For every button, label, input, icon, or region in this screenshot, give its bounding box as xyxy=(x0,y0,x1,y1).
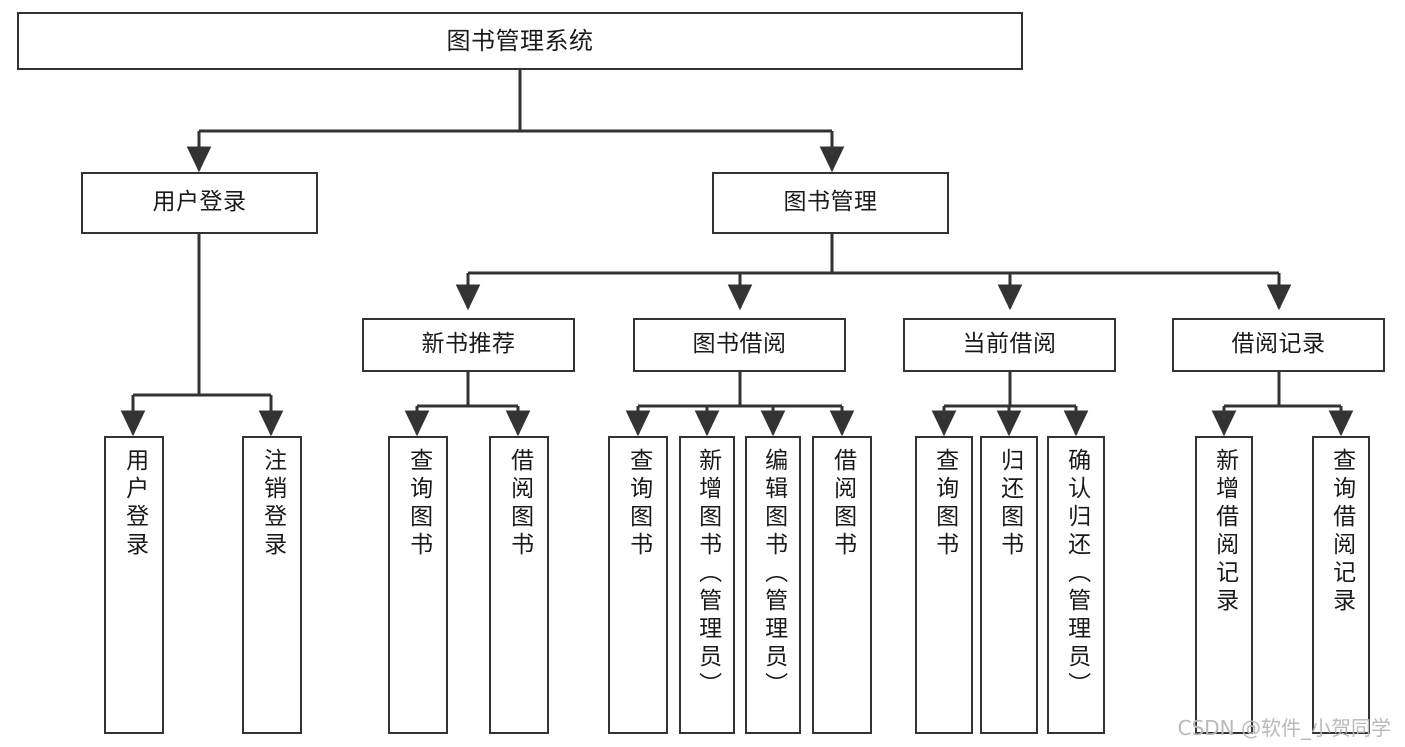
node-leaf-edit-book-label: 编辑图书（管理员） xyxy=(760,448,787,700)
node-leaf-logout-label: 注销登录 xyxy=(259,448,286,560)
node-leaf-borrow-book-1[interactable]: 借阅图书 xyxy=(489,436,549,734)
node-leaf-edit-book[interactable]: 编辑图书（管理员） xyxy=(745,436,801,734)
node-leaf-user-login-label: 用户登录 xyxy=(121,448,148,560)
node-leaf-return-book-label: 归还图书 xyxy=(996,448,1023,560)
node-leaf-borrow-book-1-label: 借阅图书 xyxy=(506,448,533,560)
node-borrow-record-label: 借阅记录 xyxy=(1231,331,1326,358)
node-root-label: 图书管理系统 xyxy=(446,26,594,55)
node-leaf-add-book[interactable]: 新增图书（管理员） xyxy=(679,436,735,734)
node-leaf-query-record[interactable]: 查询借阅记录 xyxy=(1312,436,1370,734)
node-leaf-return-book[interactable]: 归还图书 xyxy=(980,436,1038,734)
node-leaf-query-book-1[interactable]: 查询图书 xyxy=(388,436,448,734)
node-current-borrow[interactable]: 当前借阅 xyxy=(903,318,1116,372)
node-current-borrow-label: 当前借阅 xyxy=(962,331,1057,358)
node-leaf-confirm-return-label: 确认归还（管理员） xyxy=(1063,448,1090,700)
node-leaf-query-book-1-label: 查询图书 xyxy=(405,448,432,560)
node-leaf-query-record-label: 查询借阅记录 xyxy=(1328,448,1355,616)
node-leaf-add-record[interactable]: 新增借阅记录 xyxy=(1195,436,1253,734)
node-book-manage[interactable]: 图书管理 xyxy=(712,172,949,234)
node-user-login-label: 用户登录 xyxy=(152,189,247,216)
node-root[interactable]: 图书管理系统 xyxy=(17,12,1023,70)
node-user-login[interactable]: 用户登录 xyxy=(81,172,318,234)
node-leaf-borrow-book-2[interactable]: 借阅图书 xyxy=(812,436,872,734)
node-leaf-add-record-label: 新增借阅记录 xyxy=(1211,448,1238,616)
node-leaf-borrow-book-2-label: 借阅图书 xyxy=(829,448,856,560)
node-leaf-add-book-label: 新增图书（管理员） xyxy=(694,448,721,700)
node-leaf-user-login[interactable]: 用户登录 xyxy=(104,436,164,734)
watermark: CSDN @软件_小贺同学 xyxy=(1177,716,1391,740)
node-leaf-query-book-2-label: 查询图书 xyxy=(625,448,652,560)
node-leaf-query-book-3-label: 查询图书 xyxy=(931,448,958,560)
node-book-manage-label: 图书管理 xyxy=(783,189,878,216)
node-borrow-record[interactable]: 借阅记录 xyxy=(1172,318,1385,372)
node-book-borrow[interactable]: 图书借阅 xyxy=(633,318,846,372)
node-leaf-query-book-3[interactable]: 查询图书 xyxy=(915,436,973,734)
node-new-book-recommend-label: 新书推荐 xyxy=(421,331,516,358)
node-new-book-recommend[interactable]: 新书推荐 xyxy=(362,318,575,372)
node-leaf-query-book-2[interactable]: 查询图书 xyxy=(608,436,668,734)
node-leaf-confirm-return[interactable]: 确认归还（管理员） xyxy=(1047,436,1105,734)
node-leaf-logout[interactable]: 注销登录 xyxy=(242,436,302,734)
node-book-borrow-label: 图书借阅 xyxy=(692,331,787,358)
